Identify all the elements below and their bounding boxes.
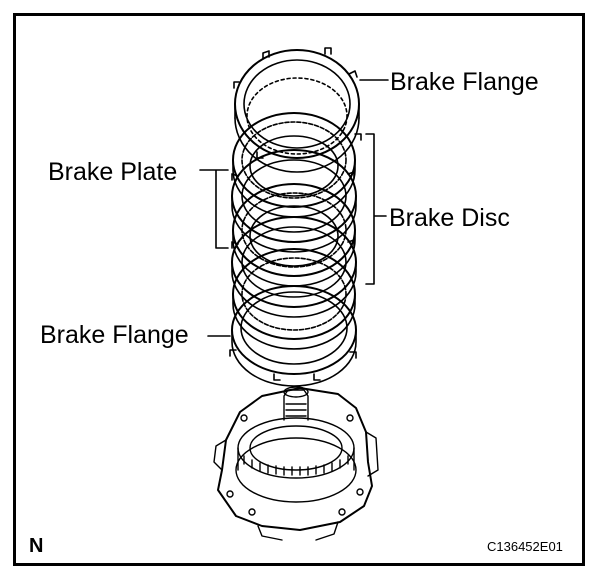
label-brake-disc: Brake Disc <box>389 204 510 232</box>
orientation-mark: N <box>29 535 44 557</box>
brake-plate-1-part <box>231 149 357 253</box>
transmission-case-part <box>213 386 379 541</box>
brake-flange-bottom-part <box>229 285 357 387</box>
label-brake-flange-top: Brake Flange <box>390 68 539 96</box>
label-brake-flange-bottom: Brake Flange <box>40 321 189 349</box>
brake-disc-2-part <box>232 183 356 287</box>
figure-code: C136452E01 <box>487 539 563 554</box>
label-brake-plate: Brake Plate <box>48 158 178 186</box>
bracket-brake-disc <box>365 133 387 285</box>
brake-disc-3-part <box>232 248 356 350</box>
bracket-brake-plate <box>199 169 229 249</box>
figure-frame <box>13 13 585 566</box>
leader-lines <box>199 79 389 337</box>
brake-flange-top-part <box>233 47 362 173</box>
brake-disc-1-part <box>232 112 356 218</box>
brake-plate-2-part <box>231 216 357 318</box>
